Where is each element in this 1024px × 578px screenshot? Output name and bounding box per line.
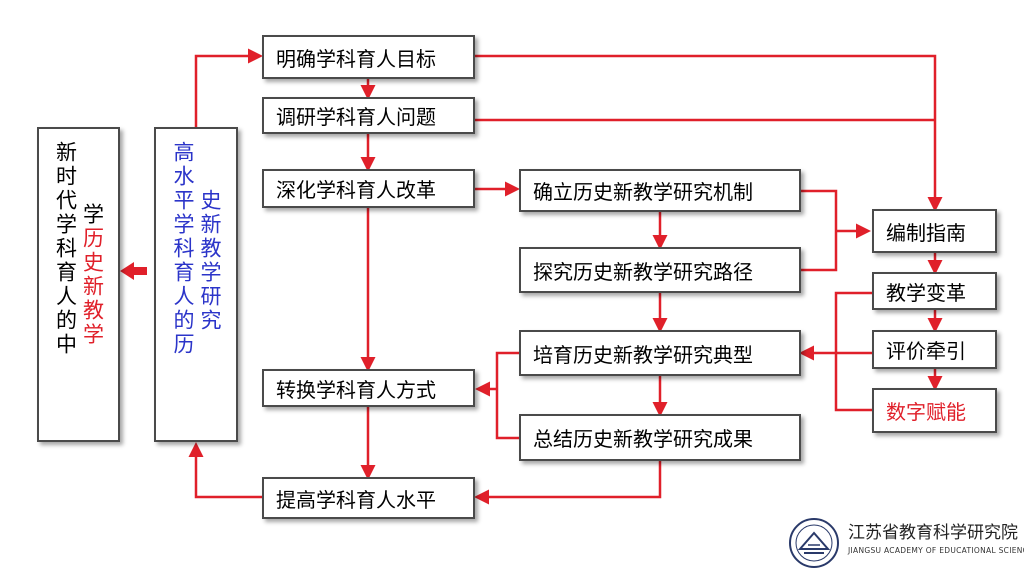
research-text-outer: 高水平学科育人的历 <box>171 141 195 357</box>
step-cultivate-model: 培育历史新教学研究典型 <box>519 330 801 376</box>
bracket-model-results <box>495 351 519 440</box>
bracket-right-steps <box>834 291 872 412</box>
left-pointer-arrow <box>120 262 147 280</box>
arrow-improve-to-midbox <box>188 442 262 499</box>
research-vertical-box: 高水平学科育人的历 史新教学研究 <box>154 127 238 442</box>
research-text-inner: 史新教学研究 <box>198 189 222 333</box>
step-improve-level: 提高学科育人水平 <box>262 477 475 519</box>
step-clarify-goal: 明确学科育人目标 <box>262 35 475 79</box>
arrow-results-to-improve <box>474 461 662 505</box>
arrow-goal-to-guide <box>475 54 943 212</box>
goal-text-inner: 学历史新教学 <box>80 141 105 347</box>
goal-text-inner-red: 历史新教学 <box>80 227 105 347</box>
academy-logo <box>789 518 839 568</box>
step-evaluation-guide: 评价牵引 <box>872 330 997 369</box>
step-digital-empower: 数字赋能 <box>872 388 997 433</box>
academy-name-cn: 江苏省教育科学研究院 <box>848 523 1018 543</box>
step-deepen-reform: 深化学科育人改革 <box>262 169 475 208</box>
goal-vertical-box: 新时代学科育人的中 学历史新教学 <box>37 127 120 442</box>
step-establish-mechanism: 确立历史新教学研究机制 <box>519 169 801 212</box>
step-compile-guide: 编制指南 <box>872 209 997 253</box>
step-summarize-results: 总结历史新教学研究成果 <box>519 414 801 461</box>
academy-name-en: JIANGSU ACADEMY OF EDUCATIONAL SCIENCES <box>848 546 1024 555</box>
step-transform-method: 转换学科育人方式 <box>262 369 475 407</box>
bracket-mechanism-path <box>801 189 838 272</box>
goal-text-outer: 新时代学科育人的中 <box>53 141 78 357</box>
arrow-midbox-to-goal <box>194 48 263 127</box>
step-explore-path: 探究历史新教学研究路径 <box>519 247 801 293</box>
goal-text-inner-black: 学 <box>80 203 105 227</box>
step-survey-problems: 调研学科育人问题 <box>262 97 475 134</box>
step-teaching-change: 教学变革 <box>872 272 997 310</box>
